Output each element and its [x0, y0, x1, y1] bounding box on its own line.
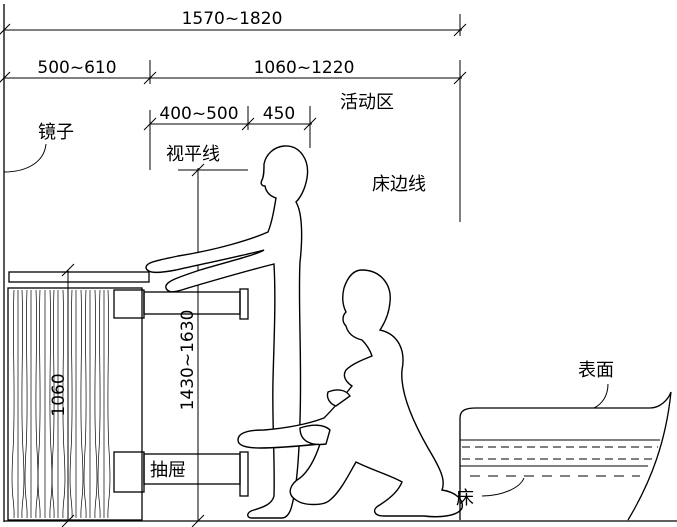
dresser-body: [7, 287, 143, 521]
eye-level-label: 视平线: [166, 144, 220, 165]
wood-grain-line: [83, 289, 87, 519]
wood-grain-line: [94, 289, 98, 519]
surface-label: 表面: [578, 360, 614, 381]
drawer-upper-open: [143, 288, 249, 320]
standing-person: [145, 145, 309, 519]
wood-grain-line: [35, 289, 39, 519]
wood-grain-line: [80, 289, 84, 519]
dimension-eye-reach-label: 400~500: [159, 104, 238, 124]
upper-drawer-front: [113, 289, 145, 319]
dimension-eye-height-label: 1430~1630: [178, 310, 198, 411]
bed: 表面 床: [456, 360, 672, 521]
lower-drawer-front: [113, 451, 145, 493]
drawer-label: 抽屉: [150, 460, 186, 481]
crouching-person: [237, 269, 463, 518]
wall-and-floor: [3, 4, 677, 522]
dimension-body-depth-label: 450: [263, 104, 295, 124]
wood-grain-line: [49, 289, 53, 519]
wood-grain-line: [21, 289, 25, 519]
dimension-total-label: 1570~1820: [182, 9, 283, 29]
wood-grain-line: [69, 289, 73, 519]
bed-edge-label: 床边线: [372, 174, 426, 195]
mirror-leader-line: [3, 143, 47, 173]
drawer-lower-open: 抽屉: [143, 451, 249, 497]
dimension-total: 1570~1820: [0, 9, 467, 37]
dimension-row-body: 400~500 450: [143, 104, 317, 170]
bed-label: 床: [456, 488, 474, 509]
wood-grain-line: [97, 289, 101, 519]
wood-grain-line: [24, 289, 28, 519]
wood-grain-line: [62, 289, 66, 519]
wood-grain-line: [37, 289, 41, 519]
dresser-top: [8, 271, 150, 283]
wood-grain-line: [11, 289, 15, 519]
mirror-label: 镜子: [38, 122, 74, 143]
activity-zone-label: 活动区: [340, 92, 394, 113]
wood-grain-line: [107, 289, 111, 519]
dimension-cabinet-height: 1060: [49, 263, 75, 527]
dimension-cabinet-height-label: 1060: [49, 373, 69, 416]
surface-leader-line: [593, 383, 609, 409]
dimension-row-zones: 500~610 1060~1220: [0, 58, 467, 85]
dimension-right-zone-label: 1060~1220: [254, 58, 355, 78]
bed-leader-line: [481, 477, 525, 497]
wood-grain: [11, 289, 111, 519]
dimension-left-zone-label: 500~610: [37, 58, 116, 78]
dresser-cabinet: [7, 271, 150, 521]
dimension-eye-height: 1430~1630: [178, 163, 205, 527]
wood-grain-line: [51, 289, 55, 519]
